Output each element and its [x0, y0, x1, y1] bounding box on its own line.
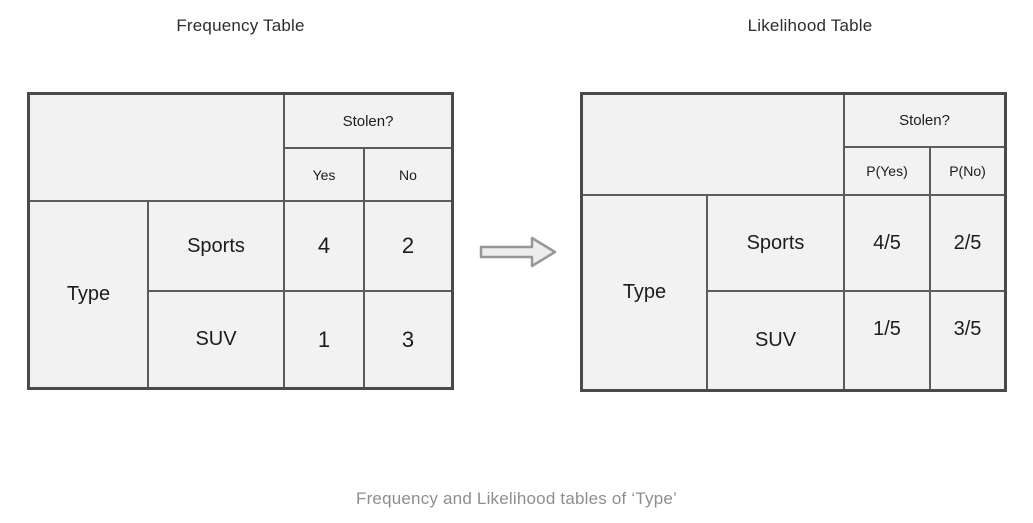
likelihood-row-label-suv: SUV	[706, 290, 843, 389]
right-arrow-icon	[479, 235, 559, 269]
frequency-row-label-suv: SUV	[147, 290, 283, 387]
likelihood-value-sports-pno: 2/5	[929, 194, 1004, 290]
likelihood-table: Stolen? P(Yes) P(No) Type Sports 4/5 2/5…	[580, 92, 1007, 392]
likelihood-value-suv-pno: 3/5	[929, 290, 1004, 389]
frequency-table-title: Frequency Table	[176, 16, 305, 35]
frequency-col-header-yes: Yes	[283, 147, 363, 200]
frequency-row-label-sports: Sports	[147, 200, 283, 290]
likelihood-row-group-header-type: Type	[583, 194, 706, 389]
frequency-value-suv-yes: 1	[283, 290, 363, 387]
frequency-table: Stolen? Yes No Type Sports 4 2 SUV 1 3	[27, 92, 454, 390]
frequency-row-group-header-type: Type	[30, 200, 147, 387]
likelihood-col-header-pno: P(No)	[929, 146, 1004, 194]
frequency-value-suv-no: 3	[363, 290, 451, 387]
likelihood-table-title: Likelihood Table	[747, 16, 873, 35]
frequency-corner-blank-cell	[30, 95, 283, 200]
frequency-stolen-group-header: Stolen?	[283, 95, 451, 147]
likelihood-row-label-sports: Sports	[706, 194, 843, 290]
likelihood-value-suv-pyes: 1/5	[843, 290, 929, 389]
likelihood-corner-blank-cell	[583, 95, 843, 194]
frequency-value-sports-yes: 4	[283, 200, 363, 290]
likelihood-stolen-group-header: Stolen?	[843, 95, 1004, 146]
frequency-value-sports-no: 2	[363, 200, 451, 290]
likelihood-value-sports-pyes: 4/5	[843, 194, 929, 290]
figure-caption: Frequency and Likelihood tables of ‘Type…	[355, 489, 677, 508]
frequency-col-header-no: No	[363, 147, 451, 200]
likelihood-col-header-pyes: P(Yes)	[843, 146, 929, 194]
